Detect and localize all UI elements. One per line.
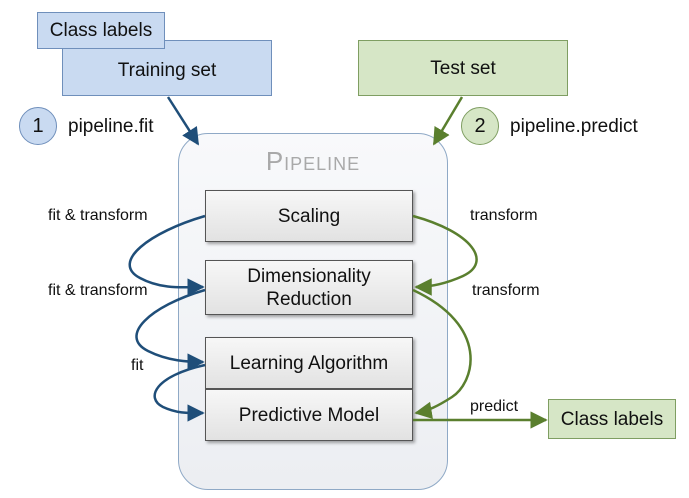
step-1-circle: 1 bbox=[19, 107, 57, 145]
arrow-training-to-pipeline bbox=[166, 96, 200, 146]
arrow-transform-dimred bbox=[412, 288, 472, 420]
class-labels-output-label: Class labels bbox=[560, 408, 664, 430]
stage-learning-algorithm: Learning Algorithm bbox=[205, 337, 413, 389]
edge-label-predict: predict bbox=[470, 398, 519, 415]
arrow-fit-learning bbox=[153, 363, 206, 422]
test-set-label: Test set bbox=[430, 57, 496, 79]
class-labels-input-label: Class labels bbox=[49, 20, 153, 41]
stage-dimensionality-reduction: Dimensionality Reduction bbox=[205, 260, 413, 315]
training-set-box: Training set bbox=[62, 40, 272, 96]
pipeline-fit-call: pipeline.fit bbox=[68, 116, 154, 137]
edge-label-fit-transform-2: fit & transform bbox=[48, 282, 148, 299]
arrow-transform-scaling bbox=[412, 214, 478, 296]
pipeline-predict-call: pipeline.predict bbox=[510, 116, 638, 137]
edge-label-transform-1: transform bbox=[470, 207, 538, 224]
edge-label-transform-2: transform bbox=[472, 282, 540, 299]
stage-predictive-model-label: Predictive Model bbox=[238, 404, 380, 426]
step-1-number: 1 bbox=[32, 114, 44, 137]
arrow-test-to-pipeline bbox=[432, 96, 464, 146]
class-labels-input-box: Class labels bbox=[37, 12, 165, 49]
stage-scaling: Scaling bbox=[205, 190, 413, 242]
arrow-fit-dimred bbox=[135, 288, 206, 371]
training-set-label: Training set bbox=[117, 59, 217, 81]
stage-dimensionality-reduction-label: Dimensionality Reduction bbox=[247, 265, 371, 310]
stage-scaling-label: Scaling bbox=[277, 205, 341, 227]
edge-label-fit: fit bbox=[131, 357, 144, 374]
pipeline-title: Pipeline bbox=[265, 146, 361, 176]
stage-learning-algorithm-label: Learning Algorithm bbox=[229, 352, 389, 374]
step-2-number: 2 bbox=[474, 114, 486, 137]
edge-label-fit-transform-1: fit & transform bbox=[48, 207, 148, 224]
test-set-box: Test set bbox=[358, 40, 568, 96]
arrow-fit-scaling bbox=[128, 214, 206, 296]
step-2-circle: 2 bbox=[461, 107, 499, 145]
stage-predictive-model: Predictive Model bbox=[205, 389, 413, 441]
class-labels-output-box: Class labels bbox=[548, 399, 676, 439]
